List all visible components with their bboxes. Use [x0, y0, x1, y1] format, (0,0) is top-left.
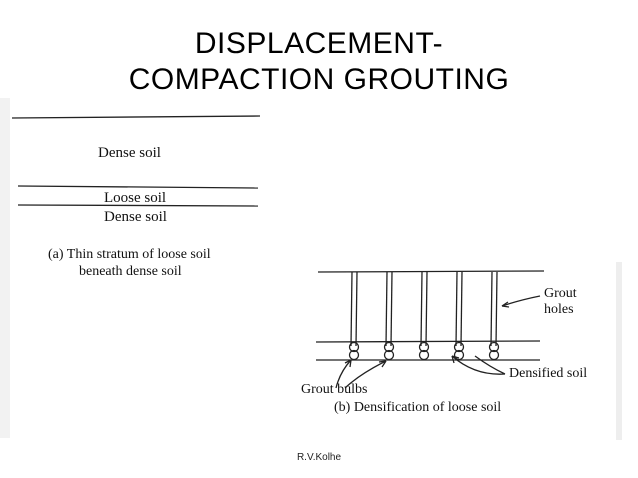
figure-a-caption-line-2: beneath dense soil: [79, 264, 182, 279]
footer-author: R.V.Kolhe: [296, 452, 342, 463]
loose-layer-bottom-line: [17, 204, 259, 207]
grout-hole-1: [350, 271, 358, 347]
title-line-2: COMPACTION GROUTING: [128, 63, 510, 96]
grout-bulbs-label: Grout bulbs: [301, 382, 368, 397]
loose-soil-label: Loose soil: [104, 190, 167, 206]
grout-bulb-4: [453, 341, 465, 361]
grout-holes-label-line-1: Grout: [544, 286, 577, 301]
grout-hole-5: [490, 271, 498, 347]
figure-b-caption: (b) Densification of loose soil: [334, 400, 502, 415]
grout-bulb-3: [418, 341, 430, 361]
grout-bulb-1: [348, 341, 360, 361]
dense-soil-bottom-label: Dense soil: [104, 209, 167, 225]
scan-shadow-right: [616, 262, 622, 440]
grout-bulb-5: [488, 341, 500, 361]
grout-hole-4: [455, 271, 463, 347]
grout-hole-3: [420, 271, 428, 347]
grout-hole-2: [385, 271, 393, 347]
ground-surface-line-b: [317, 270, 545, 273]
grout-holes-label-line-2: holes: [544, 302, 574, 317]
grout-bulbs-leader-1: [335, 359, 352, 389]
title-line-1: DISPLACEMENT-: [194, 27, 444, 60]
grout-bulb-2: [383, 341, 395, 361]
figure-a-caption-line-1: (a) Thin stratum of loose soil: [48, 247, 211, 262]
figure-a: [11, 115, 261, 207]
scan-shadow-left: [0, 98, 10, 438]
densified-soil-leader: [451, 355, 506, 375]
loose-layer-top-line-b: [315, 340, 541, 343]
densified-soil-label: Densified soil: [509, 366, 588, 381]
dense-soil-top-label: Dense soil: [98, 145, 161, 161]
slide-title: DISPLACEMENT- COMPACTION GROUTING: [0, 26, 638, 98]
grout-bulbs-leader-2: [344, 360, 387, 389]
ground-surface-line: [11, 115, 261, 119]
loose-layer-top-line: [17, 185, 259, 189]
grout-holes-leader: [501, 295, 541, 307]
figure-b: [315, 270, 545, 389]
